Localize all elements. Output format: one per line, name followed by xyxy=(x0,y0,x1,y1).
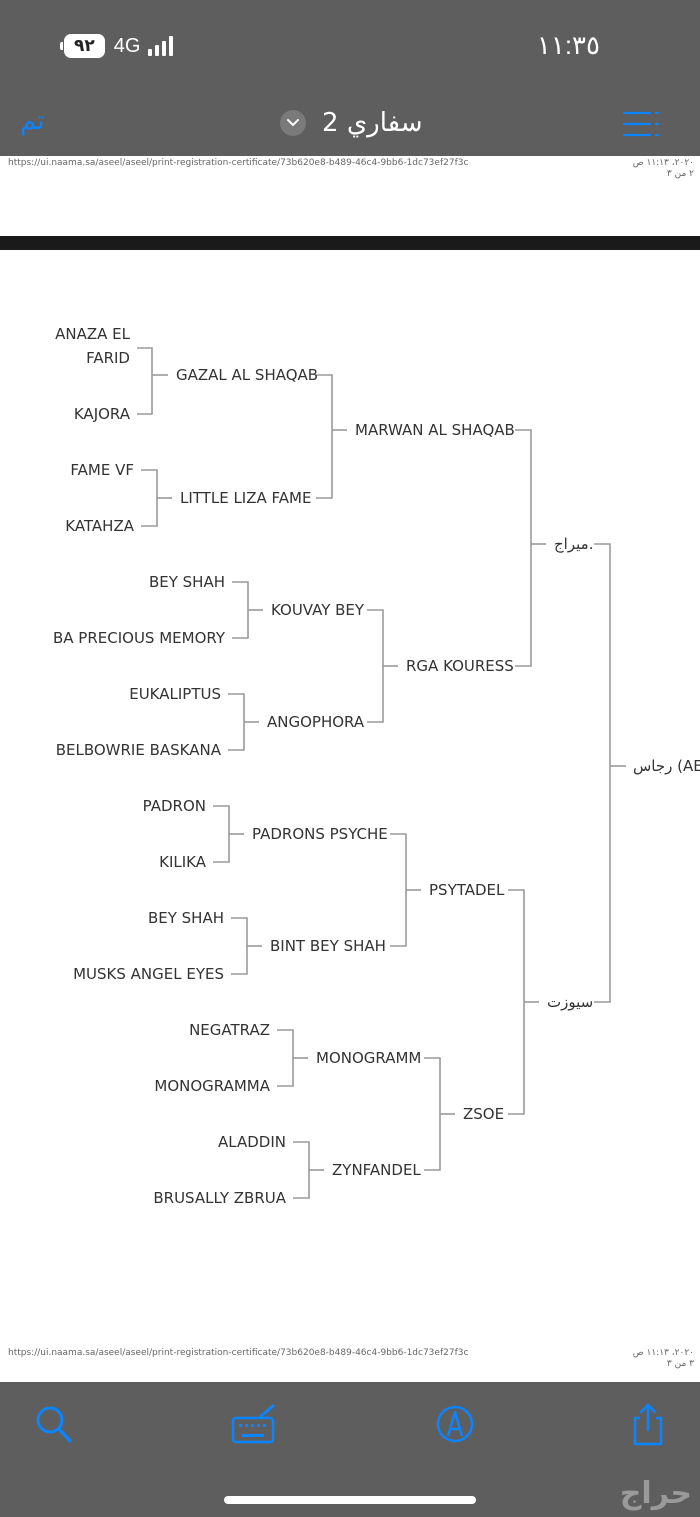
gen4-name: PADRON xyxy=(142,797,206,815)
gen4-name: BEY SHAH xyxy=(147,909,224,927)
markup-pen-icon[interactable] xyxy=(435,1404,475,1448)
pedigree-tree: ANAZA EL FARID KAJORA FAME VF KATAHZA BE… xyxy=(0,250,700,1340)
search-icon[interactable] xyxy=(34,1404,74,1450)
gen3-name: KOUVAY BEY xyxy=(271,601,365,619)
page-header: https://ui.naama.sa/aseel/aseel/print-re… xyxy=(0,156,700,236)
status-indicators: ٩٢ 4G xyxy=(60,34,176,58)
chevron-down-icon[interactable] xyxy=(280,110,306,136)
gen4-name: FARID xyxy=(86,349,130,367)
gen4-name: ALADDIN xyxy=(218,1133,286,1151)
page-number: ٢ من ٣ xyxy=(666,169,694,179)
done-button[interactable]: تم xyxy=(20,106,45,136)
page-number: ٣ من ٣ xyxy=(666,1359,694,1369)
home-indicator xyxy=(224,1496,476,1504)
bottom-toolbar xyxy=(0,1382,700,1517)
page-title: 2 سفاري xyxy=(322,108,423,138)
battery-icon: ٩٢ xyxy=(60,34,105,58)
page-divider xyxy=(0,236,700,250)
sire-name: ميراج. xyxy=(554,535,594,553)
gen2-name: MARWAN AL SHAQAB xyxy=(355,421,515,439)
gen4-name: KATAHZA xyxy=(65,517,134,535)
gen4-name: NEGATRAZ xyxy=(189,1021,270,1039)
root-name: رجاس (AE) xyxy=(633,757,700,775)
gen4-name: BA PRECIOUS MEMORY xyxy=(52,629,225,647)
gen3-name: ZYNFANDEL xyxy=(332,1161,421,1179)
gen4-name: MUSKS ANGEL EYES xyxy=(73,965,224,983)
list-menu-icon[interactable] xyxy=(622,110,662,142)
network-label: 4G xyxy=(113,34,141,57)
gen4-name: BELBOWRIE BASKANA xyxy=(55,741,221,759)
page-timestamp: ٢٠٢٠، ١١:١٣ ص xyxy=(632,1348,694,1358)
gen2-name: PSYTADEL xyxy=(429,881,505,899)
pedigree-lines xyxy=(137,347,626,1199)
gen4-name: ANAZA EL xyxy=(55,325,130,343)
top-bar: ٩٢ 4G ١١:٣٥ تم 2 سفاري xyxy=(0,0,700,158)
signal-icon xyxy=(148,36,176,56)
gen4-name: KAJORA xyxy=(73,405,130,423)
gen3-name: LITTLE LIZA FAME xyxy=(180,489,312,507)
gen4-name: BRUSALLY ZBRUA xyxy=(153,1189,286,1207)
gen2-name: RGA KOURESS xyxy=(406,657,514,675)
gen3-name: PADRONS PSYCHE xyxy=(252,825,388,843)
gen4-name: MONOGRAMMA xyxy=(154,1077,270,1095)
gen4-name: FAME VF xyxy=(70,461,134,479)
gen3-name: MONOGRAMM xyxy=(316,1049,422,1067)
gen3-name: ANGOPHORA xyxy=(267,713,365,731)
page-footer: https://ui.naama.sa/aseel/aseel/print-re… xyxy=(0,1346,700,1382)
page-timestamp: ٢٠٢٠، ١١:١٣ ص xyxy=(632,158,694,168)
gen3-name: BINT BEY SHAH xyxy=(270,937,386,955)
gen3-name: GAZAL AL SHAQAB xyxy=(176,366,319,384)
title-menu[interactable]: 2 سفاري xyxy=(280,108,423,138)
watermark-logo: حراج xyxy=(619,1476,692,1511)
gen4-name: EUKALIPTUS xyxy=(129,685,221,703)
dam-name: سيوزت xyxy=(547,993,594,1011)
keyboard-edit-icon[interactable] xyxy=(231,1404,277,1450)
page-meta: ٢٠٢٠، ١١:١٣ ص ٢ من ٣ xyxy=(633,158,694,180)
status-time: ١١:٣٥ xyxy=(536,30,600,60)
gen4-name: KILIKA xyxy=(159,853,206,871)
page-url: https://ui.naama.sa/aseel/aseel/print-re… xyxy=(8,1348,469,1358)
page-meta: ٢٠٢٠، ١١:١٣ ص ٣ من ٣ xyxy=(633,1348,694,1370)
share-icon[interactable] xyxy=(630,1402,666,1452)
gen4-name: BEY SHAH xyxy=(148,573,225,591)
gen2-name: ZSOE xyxy=(463,1105,505,1123)
page-url: https://ui.naama.sa/aseel/aseel/print-re… xyxy=(8,158,469,168)
